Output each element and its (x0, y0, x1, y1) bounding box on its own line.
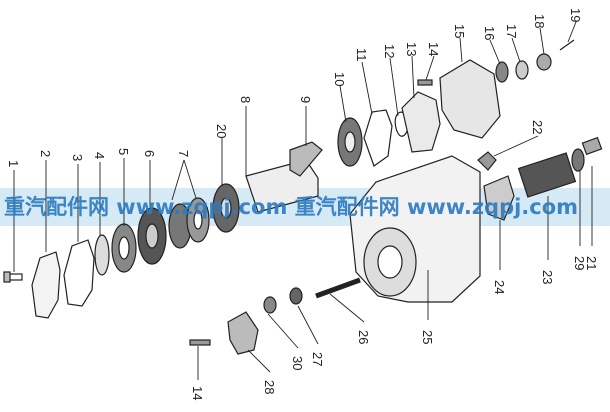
callout-25: 25 (420, 330, 435, 344)
callout-6: 6 (142, 150, 157, 157)
callout-14-upper: 14 (426, 42, 441, 56)
callout-10: 10 (332, 72, 347, 86)
callout-1: 1 (6, 160, 21, 167)
callout-29: 29 (572, 256, 587, 270)
callout-27: 27 (310, 352, 325, 366)
part-fork-24 (483, 175, 515, 221)
callout-24: 24 (492, 280, 507, 294)
part-gasket-11 (363, 109, 393, 167)
callout-5: 5 (116, 148, 131, 155)
callout-26: 26 (356, 330, 371, 344)
part-plug-21 (581, 136, 603, 156)
callout-7: 7 (176, 150, 191, 157)
part-washer-17 (515, 60, 529, 80)
callout-8: 8 (238, 96, 253, 103)
callout-4: 4 (92, 152, 107, 159)
callout-19: 19 (568, 8, 583, 22)
part-block-28 (227, 311, 259, 355)
callout-14-lower: 14 (190, 386, 205, 400)
callout-30: 30 (290, 356, 305, 370)
part-nut-22 (477, 151, 497, 171)
part-ring-4 (94, 234, 110, 276)
callout-15: 15 (452, 24, 467, 38)
part-washer-30 (263, 296, 277, 314)
watermark-text: 重汽配件网 www.zqpj.com 重汽配件网 www.zqpj.com (4, 195, 578, 219)
callout-20: 20 (214, 124, 229, 138)
part-pin-19 (559, 39, 575, 51)
callout-22: 22 (530, 120, 545, 134)
part-pin-14-upper (417, 79, 433, 86)
part-cover-plate-2 (31, 251, 61, 319)
callout-2: 2 (38, 150, 53, 157)
part-pin-14-lower (189, 339, 211, 346)
callout-12: 12 (382, 44, 397, 58)
callout-23: 23 (540, 270, 555, 284)
callout-13: 13 (404, 42, 419, 56)
callout-11: 11 (354, 48, 369, 62)
part-washer-16 (495, 61, 509, 83)
callout-18: 18 (532, 14, 547, 28)
callout-17: 17 (504, 24, 519, 38)
part-bolt-1 (3, 271, 23, 283)
part-flange-13 (401, 91, 441, 153)
callout-16: 16 (482, 26, 497, 40)
part-bearing-5 (111, 223, 137, 273)
part-bearing-7 (168, 197, 210, 249)
callout-9: 9 (298, 96, 313, 103)
part-shaft-9 (289, 141, 323, 177)
part-gear-6 (137, 207, 167, 265)
leader-lines (13, 21, 593, 380)
part-rod-26 (315, 277, 361, 299)
callout-28: 28 (262, 380, 277, 394)
part-housing-cap-15 (439, 59, 501, 139)
part-spacer-20 (212, 183, 240, 233)
part-washer-27 (289, 287, 303, 305)
part-bearing-10 (337, 117, 363, 167)
part-nut-18 (536, 53, 552, 71)
callout-21: 21 (584, 256, 599, 270)
part-gasket-3 (63, 239, 95, 307)
callout-3: 3 (70, 154, 85, 161)
callout-labels: 1 2 3 4 5 6 7 8 9 10 11 12 13 14 15 16 1… (6, 8, 599, 400)
part-spring-23 (517, 152, 577, 198)
part-washer-29 (571, 148, 585, 172)
